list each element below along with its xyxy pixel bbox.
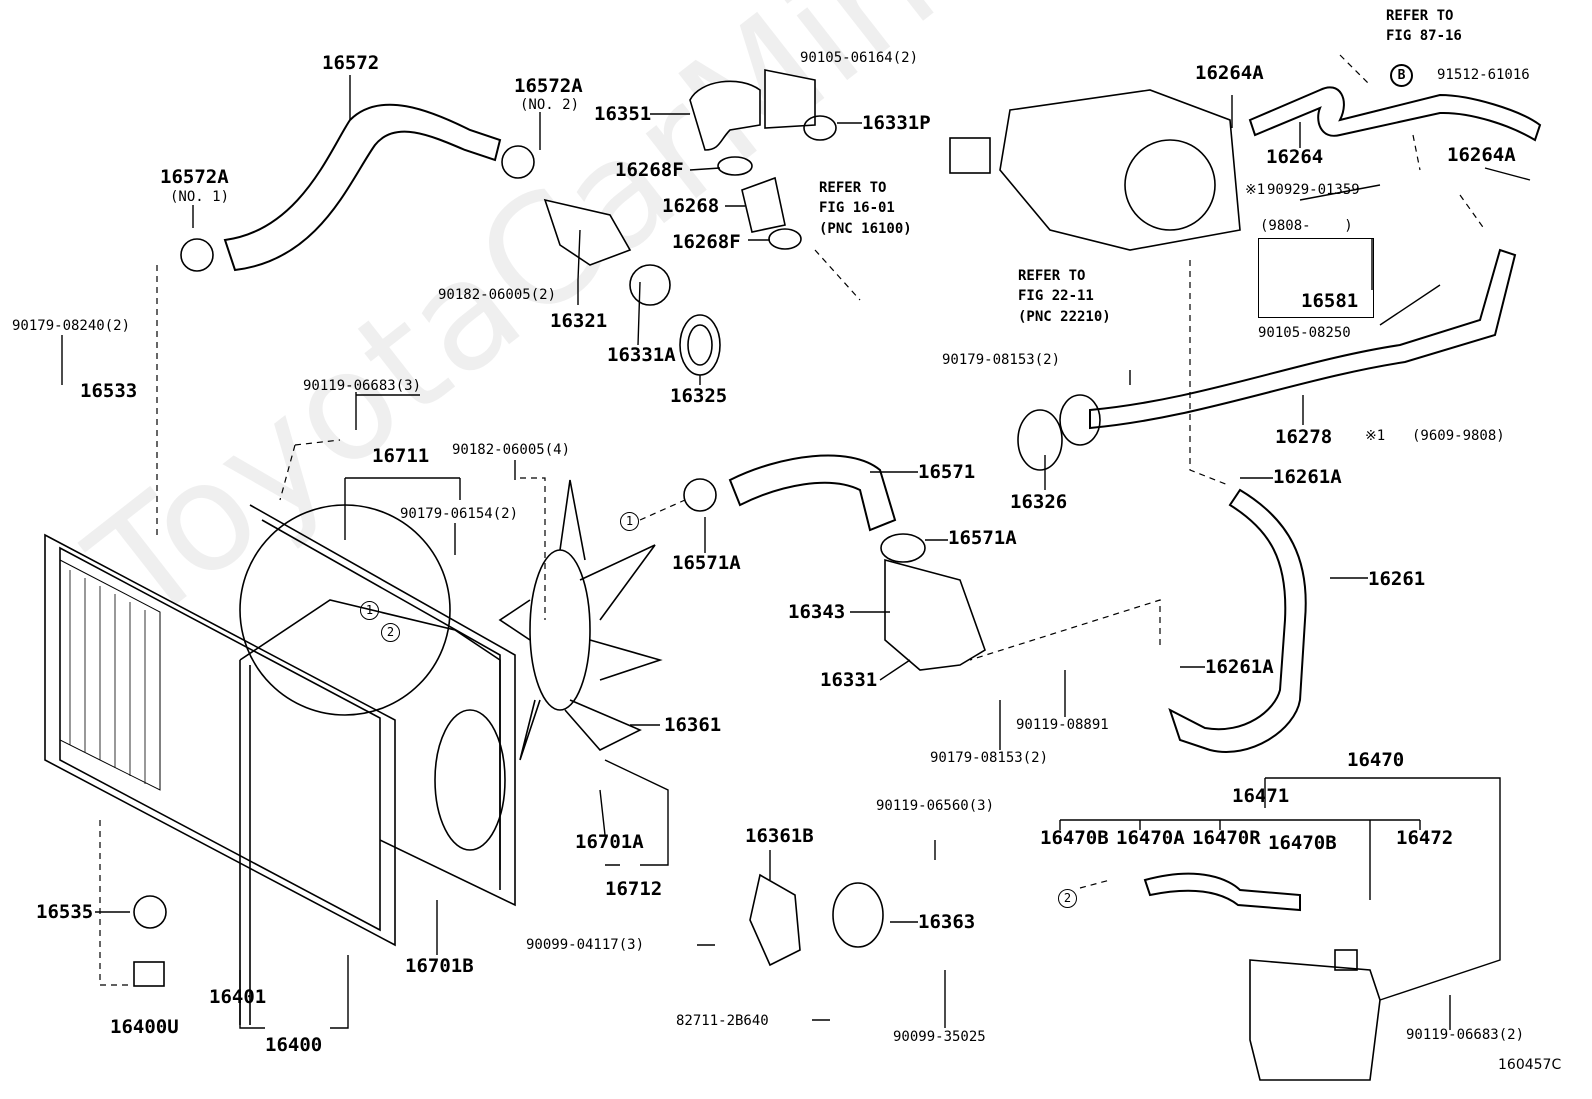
- note-mark: ※1: [1245, 182, 1266, 198]
- figure-code: 160457C: [1498, 1057, 1562, 1073]
- part-label: 16268F: [672, 231, 741, 253]
- part-label: 16261A: [1205, 656, 1274, 678]
- connection-marker-1: 1: [360, 601, 379, 620]
- reservoir-tank-drawing: [1249, 949, 1381, 1081]
- part-label: 16331: [820, 669, 878, 691]
- fastener-label: 82711-2B640: [676, 1013, 769, 1029]
- fastener-label: 90119-06560(3): [876, 798, 995, 814]
- part-label: 16470B: [1268, 832, 1337, 854]
- part-label: 16572: [322, 52, 380, 74]
- part-label: 16470: [1347, 749, 1405, 771]
- part-label: 16361B: [745, 825, 814, 847]
- connection-marker-1: 1: [620, 512, 639, 531]
- part-label: 16326: [1010, 491, 1068, 513]
- fastener-label: 90119-06683(2): [1406, 1027, 1525, 1043]
- fastener-label: 90929-01359: [1267, 182, 1360, 198]
- part-label: 16535: [36, 901, 94, 923]
- reference-note: REFER TO FIG 16-01 (PNC 16100): [819, 180, 912, 237]
- date-range: (9609-9808): [1412, 428, 1505, 444]
- part-label: 16712: [605, 878, 663, 900]
- part-label: 16278: [1275, 426, 1333, 448]
- part-label: 16571A: [948, 527, 1017, 549]
- fastener-label: 90179-08153(2): [930, 750, 1049, 766]
- water-inlet-drawing: [133, 69, 1101, 987]
- part-label: 16363: [918, 911, 976, 933]
- fastener-label: 90119-06683(3): [303, 378, 422, 394]
- part-label: 16268F: [615, 159, 684, 181]
- fan-drawing: [498, 479, 663, 761]
- hose-drawings: [223, 86, 1542, 912]
- part-label: 16581: [1301, 290, 1359, 312]
- part-label: 16343: [788, 601, 846, 623]
- part-label: 16401: [209, 986, 267, 1008]
- part-label: 16331A: [607, 344, 676, 366]
- dashed-lines: [99, 54, 1486, 986]
- part-label: 16400: [265, 1034, 323, 1056]
- part-label: 16472: [1396, 827, 1454, 849]
- part-label: 16471: [1232, 785, 1290, 807]
- part-label: 16533: [80, 380, 138, 402]
- b-mark: B: [1390, 64, 1413, 87]
- part-label: 16331P: [862, 112, 931, 134]
- part-label: 16701A: [575, 831, 644, 853]
- part-note: (NO. 2): [520, 97, 580, 113]
- connection-marker-2: 2: [381, 623, 400, 642]
- part-label: 16572A: [514, 75, 583, 97]
- fastener-label: 90182-06005(2): [438, 287, 557, 303]
- fastener-label: 90179-06154(2): [400, 506, 519, 522]
- inset-box: [1258, 238, 1374, 318]
- fastener-label: 90099-04117(3): [526, 937, 645, 953]
- fastener-label: 91512-61016: [1437, 67, 1530, 83]
- fastener-label: 90105-08250: [1258, 325, 1351, 341]
- fastener-label: 90179-08153(2): [942, 352, 1061, 368]
- part-label: 16400U: [110, 1016, 179, 1038]
- date-range: (9808- ): [1260, 218, 1353, 234]
- part-label: 16701B: [405, 955, 474, 977]
- fastener-label: 90119-08891: [1016, 717, 1109, 733]
- part-label: 16470A: [1116, 827, 1185, 849]
- fastener-label: 90099-35025: [893, 1029, 986, 1045]
- part-label: 16264A: [1447, 144, 1516, 166]
- part-label: 16261A: [1273, 466, 1342, 488]
- part-label: 16470R: [1192, 827, 1261, 849]
- part-label: 16361: [664, 714, 722, 736]
- part-note: (NO. 1): [170, 189, 230, 205]
- part-label: 16325: [670, 385, 728, 407]
- part-label: 16321: [550, 310, 608, 332]
- part-label: 16264: [1266, 146, 1324, 168]
- reference-note: REFER TO FIG 87-16: [1386, 8, 1462, 45]
- part-label: 16711: [372, 445, 430, 467]
- leader-lines: [61, 75, 1531, 1030]
- throttle-body-drawing: [949, 89, 1241, 251]
- part-label: 16470B: [1040, 827, 1109, 849]
- part-label: 16572A: [160, 166, 229, 188]
- part-label: 16268: [662, 195, 720, 217]
- fastener-label: 90182-06005(4): [452, 442, 571, 458]
- reference-note: REFER TO FIG 22-11 (PNC 22210): [1018, 268, 1111, 325]
- part-label: 16571A: [672, 552, 741, 574]
- part-label: 16571: [918, 461, 976, 483]
- part-label: 16264A: [1195, 62, 1264, 84]
- note-mark: ※1: [1365, 428, 1386, 444]
- fastener-label: 90105-06164(2): [800, 50, 919, 66]
- fastener-label: 90179-08240(2): [12, 318, 131, 334]
- part-label: 16261: [1368, 568, 1426, 590]
- connection-marker-2: 2: [1058, 889, 1077, 908]
- part-label: 16351: [594, 103, 652, 125]
